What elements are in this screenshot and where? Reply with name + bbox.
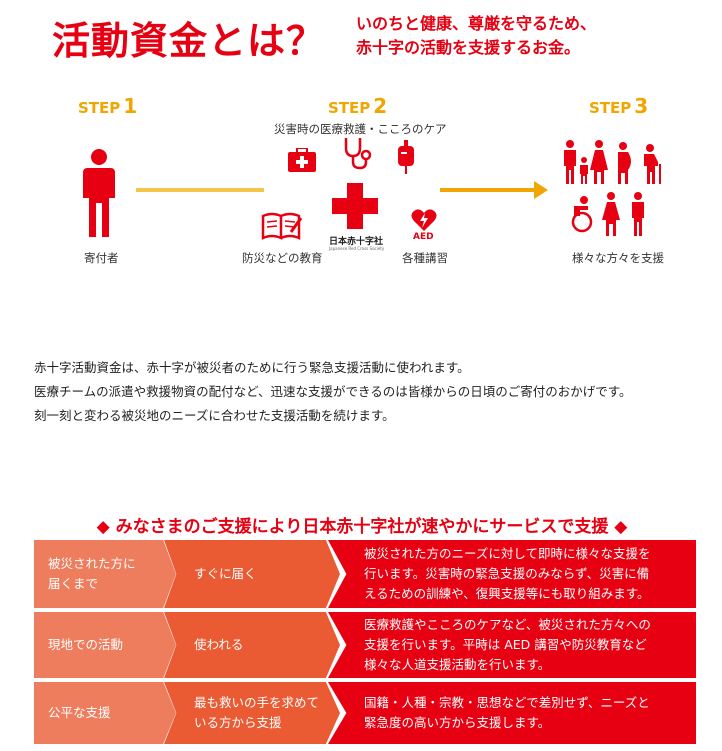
description-line-1: 赤十字活動資金は、赤十字が被災者のために行う緊急支援活動に使われます。 <box>34 360 470 375</box>
person-icon <box>83 149 115 237</box>
service-row: 現地での活動 使われる 医療救護やこころのケアなど、被災された方々への 支援を行… <box>34 612 696 678</box>
service-feature: 使われる <box>164 612 340 678</box>
service-category: 被災された方に 届くまで <box>34 540 176 608</box>
training-caption: 各種講習 <box>402 251 448 265</box>
logo-subtext: Japanese Red Cross Society <box>329 246 385 251</box>
flow-line-2 <box>440 188 536 192</box>
red-cross-logo-icon <box>332 183 378 229</box>
first-aid-kit-icon <box>288 148 316 172</box>
donor-caption: 寄付者 <box>84 251 119 265</box>
stethoscope-icon <box>344 138 372 170</box>
service-description: 医療救護やこころのケアなど、被災された方々への 支援を行います。平時は AED … <box>328 612 696 678</box>
service-row: 公平な支援 最も救いの手を求めて いる方から支援 国籍・人種・宗教・思想などで差… <box>34 682 696 744</box>
service-category: 公平な支援 <box>34 682 176 744</box>
blood-bag-icon <box>398 140 414 174</box>
service-description: 国籍・人種・宗教・思想などで差別せず、ニーズと 緊急度の高い方から支援します。 <box>328 682 696 744</box>
service-feature: 最も救いの手を求めて いる方から支援 <box>164 682 340 744</box>
flow-arrow-icon <box>534 181 548 199</box>
service-description: 被災された方のニーズに対して即時に様々な支援を 行います。災害時の緊急支援のみな… <box>328 540 696 608</box>
tagline-line-1: いのちと健康、尊厳を守るため、 <box>356 14 597 33</box>
service-category: 現地での活動 <box>34 612 176 678</box>
description-line-3: 刻一刻と変わる被災地のニーズに合わせた支援活動を続けます。 <box>34 408 395 423</box>
service-feature: すぐに届く <box>164 540 340 608</box>
services-title: ◆ みなさまのご支援により日本赤十字社が速やかにサービスで支援 ◆ <box>96 517 628 537</box>
description-line-2: 医療チームの派遣や救援物資の配付など、迅速な支援ができるのは皆様からの日頃のご寄… <box>34 384 632 399</box>
page-title: 活動資金とは？ <box>52 19 326 63</box>
description-paragraph: 赤十字活動資金は、赤十字が被災者のために行う緊急支援活動に使われます。 医療チー… <box>34 356 632 428</box>
service-row: 被災された方に 届くまで すぐに届く 被災された方のニーズに対して即時に様々な支… <box>34 540 696 608</box>
aed-heart-icon <box>411 209 437 231</box>
tagline-line-2: 赤十字の活動を支援するお金。 <box>356 38 581 57</box>
education-caption: 防災などの教育 <box>242 251 323 265</box>
flow-line-1 <box>136 188 264 192</box>
family-icon <box>564 140 661 236</box>
logo-text: 日本赤十字社 <box>329 237 384 247</box>
aed-label: AED <box>413 232 434 242</box>
care-caption: 災害時の医療救護・こころのケア <box>274 122 447 136</box>
book-icon <box>261 212 303 240</box>
recipients-caption: 様々な方々を支援 <box>572 251 664 265</box>
tagline: いのちと健康、尊厳を守るため、 赤十字の活動を支援するお金。 <box>356 12 596 60</box>
